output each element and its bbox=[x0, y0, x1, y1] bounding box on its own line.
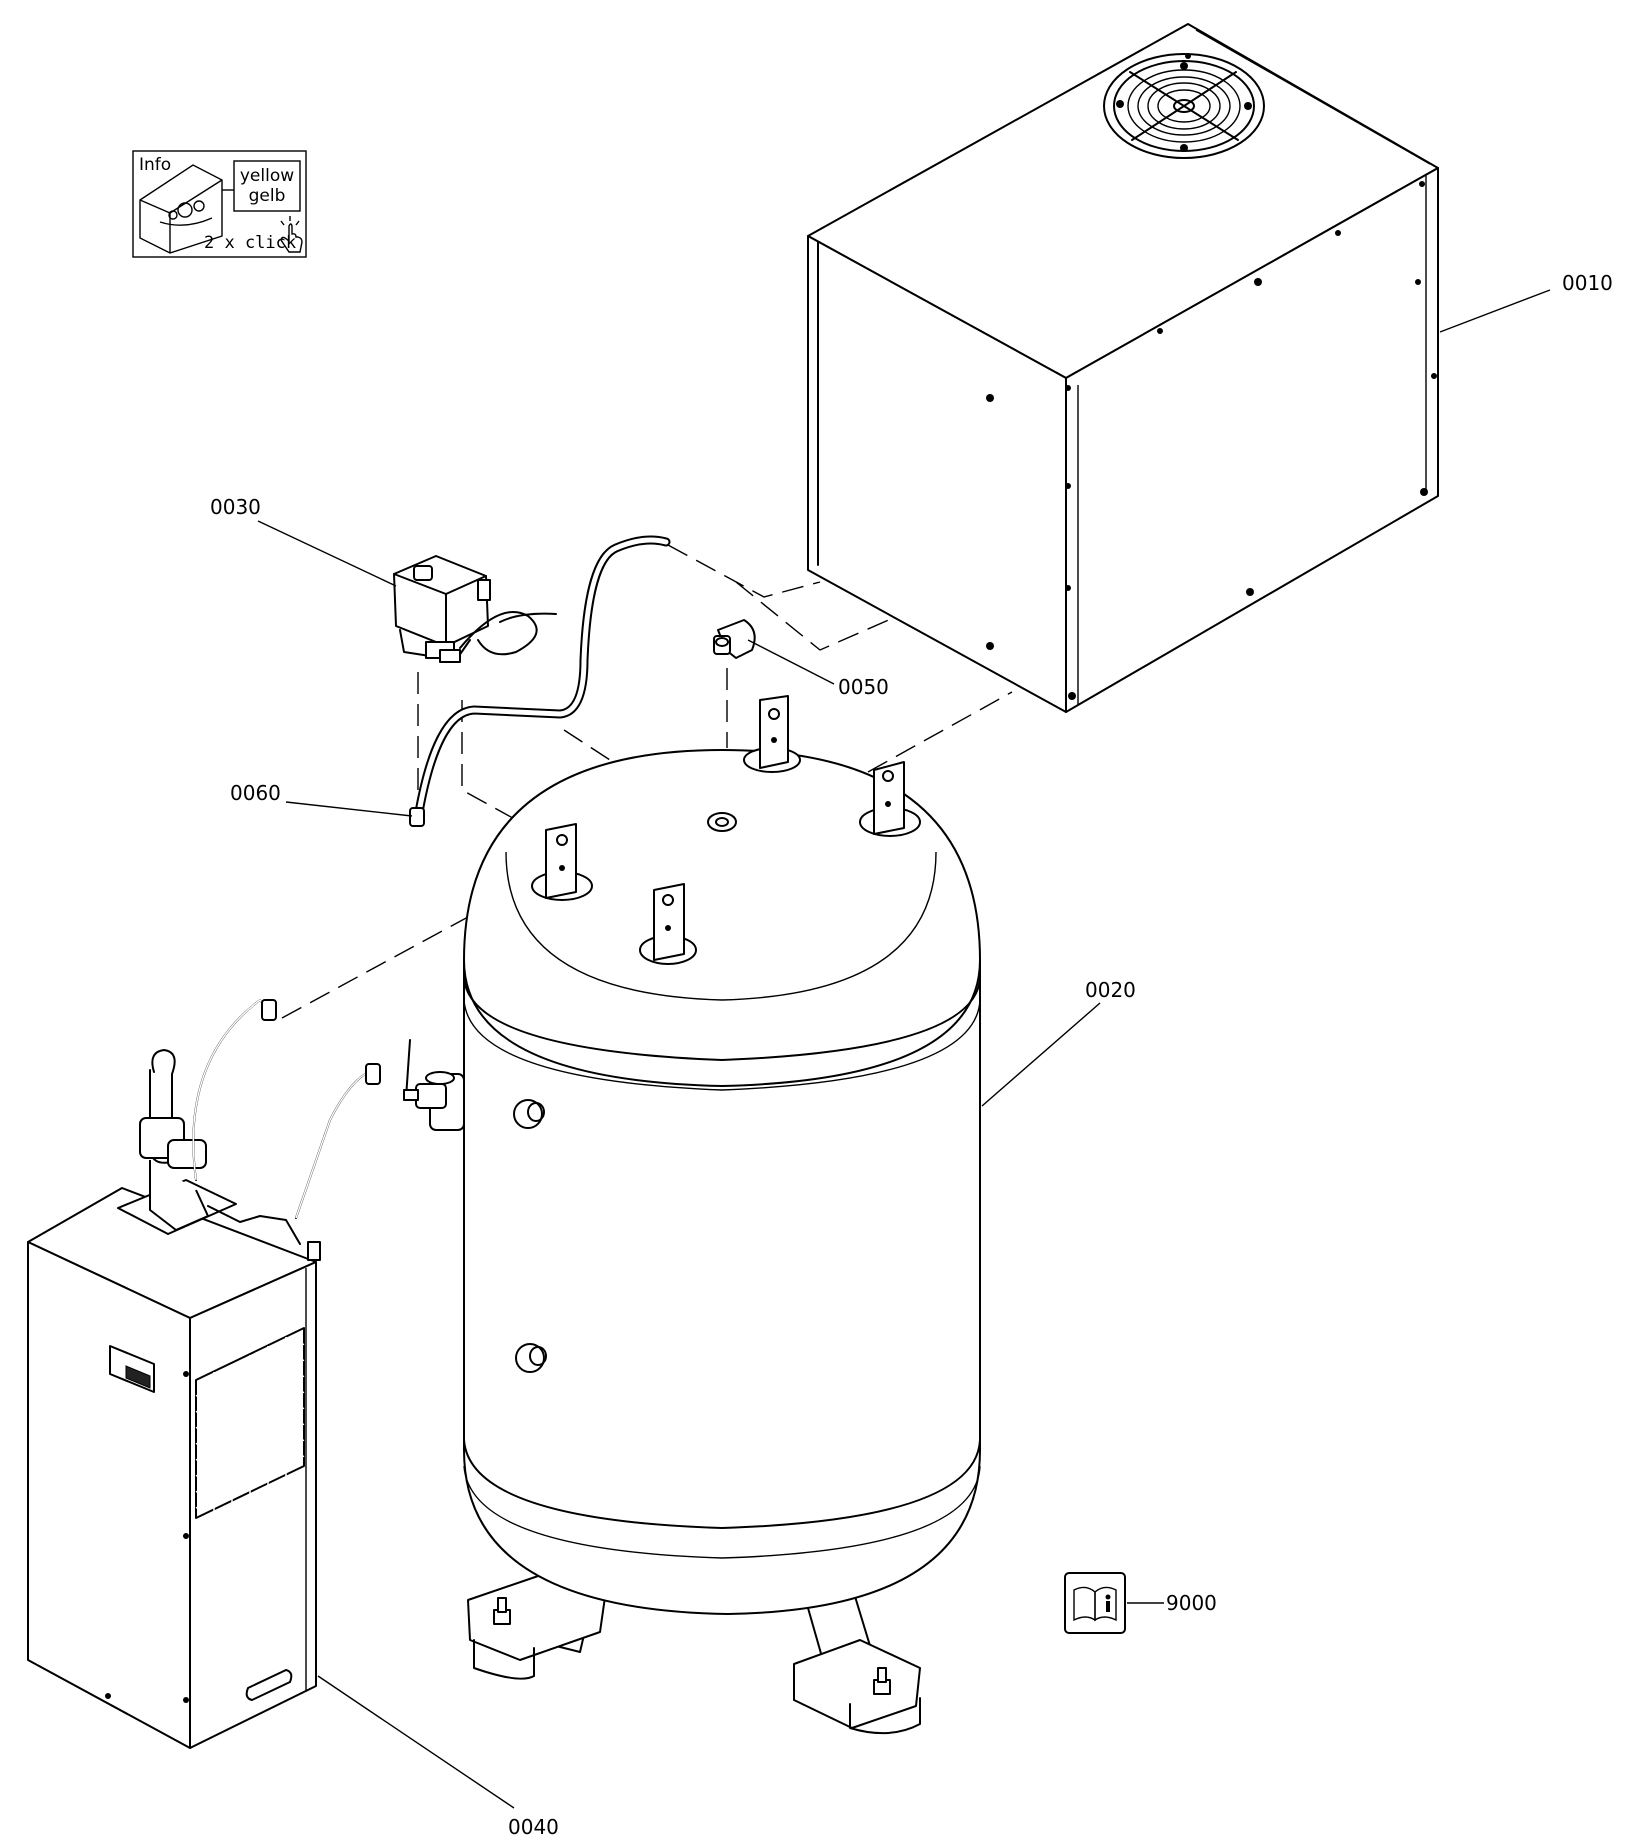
callout-0020[interactable]: 0020 bbox=[1085, 978, 1136, 1002]
manual-book-icon bbox=[1073, 1586, 1117, 1622]
part-0060-hose[interactable] bbox=[409, 535, 671, 827]
callout-0030[interactable]: 0030 bbox=[210, 495, 261, 519]
ball-valve bbox=[403, 1039, 465, 1131]
info-box[interactable]: Info yellow gelb 2 x click bbox=[132, 150, 307, 258]
info-color-de: gelb bbox=[249, 186, 286, 206]
dryer-piping bbox=[117, 998, 381, 1261]
part-0010-enclosure[interactable] bbox=[807, 23, 1439, 713]
info-action: 2 x click bbox=[204, 233, 296, 253]
side-port-lower bbox=[515, 1343, 547, 1373]
part-0020-tank[interactable] bbox=[403, 695, 981, 1735]
part-0050-elbow-fitting[interactable] bbox=[713, 619, 756, 659]
dome-bracket-4 bbox=[639, 883, 697, 965]
info-color-en: yellow bbox=[240, 166, 294, 186]
callout-0040[interactable]: 0040 bbox=[508, 1815, 559, 1839]
part-9000-manual[interactable] bbox=[1064, 1572, 1126, 1634]
color-swatch-label bbox=[233, 160, 301, 212]
info-box-title: Info bbox=[139, 155, 171, 175]
callout-0060[interactable]: 0060 bbox=[230, 781, 281, 805]
callout-0010[interactable]: 0010 bbox=[1562, 271, 1613, 295]
part-0030-pressure-switch[interactable] bbox=[393, 555, 557, 663]
callout-0050[interactable]: 0050 bbox=[838, 675, 889, 699]
part-0040-dryer[interactable] bbox=[27, 998, 381, 1749]
hand-cursor-icon bbox=[280, 216, 303, 253]
leader-lines bbox=[257, 289, 1551, 1809]
dome-bracket-1 bbox=[743, 695, 801, 773]
side-port-upper bbox=[513, 1099, 545, 1129]
ventilation-grille bbox=[195, 1327, 305, 1519]
dome-bracket-3 bbox=[531, 823, 593, 901]
assembly-lines bbox=[281, 544, 1013, 1019]
dome-bracket-2 bbox=[859, 761, 921, 837]
fan-icon bbox=[1103, 53, 1265, 159]
callout-labels: 0010 0020 0030 0040 0050 0060 9000 bbox=[210, 271, 1613, 1839]
info-thumbnail bbox=[139, 164, 223, 254]
callout-9000[interactable]: 9000 bbox=[1166, 1591, 1217, 1615]
